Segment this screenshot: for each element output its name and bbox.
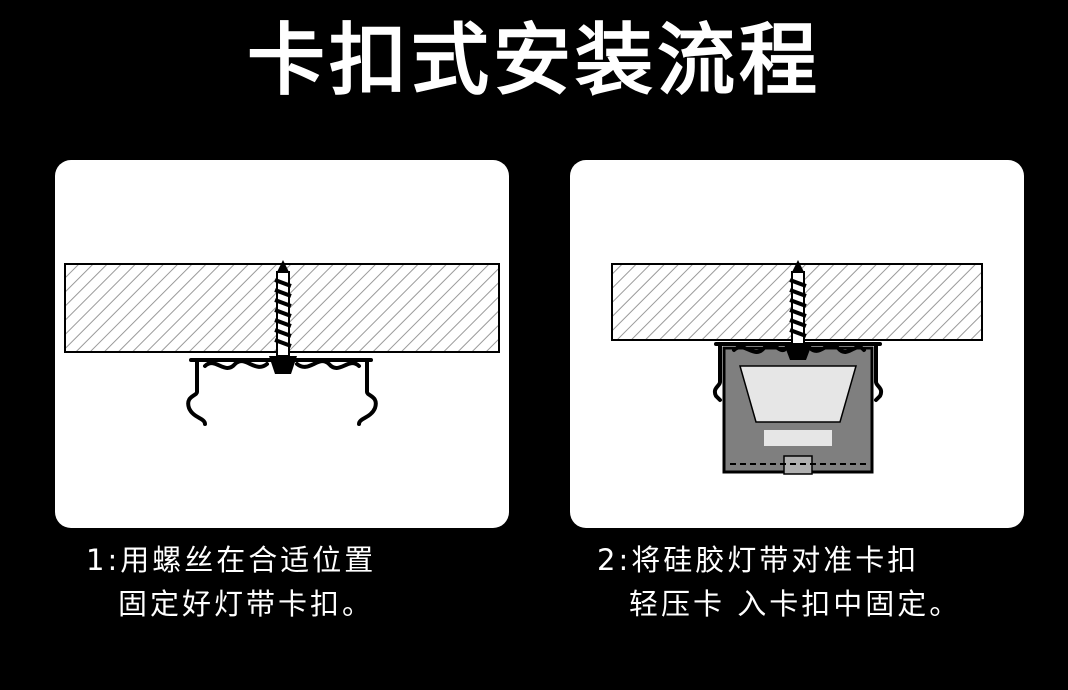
step-1-diagram <box>55 160 509 528</box>
step-2-caption: 2:将硅胶灯带对准卡扣 轻压卡 入卡扣中固定。 <box>597 538 961 626</box>
step-1-line-2: 固定好灯带卡扣。 <box>118 587 375 621</box>
page-title: 卡扣式安装流程 <box>246 16 821 106</box>
step-1-caption: 1:用螺丝在合适位置 固定好灯带卡扣。 <box>86 538 376 626</box>
step-2-line-1: 2:将硅胶灯带对准卡扣 <box>597 543 920 577</box>
screw-icon <box>269 260 297 374</box>
screw-icon <box>784 260 812 360</box>
step-2-line-2: 轻压卡 入卡扣中固定。 <box>629 587 962 621</box>
silicone-strip-icon <box>722 346 874 475</box>
step-1-illustration <box>64 260 500 426</box>
step-1-line-1: 1:用螺丝在合适位置 <box>86 543 377 577</box>
step-2-illustration <box>611 260 983 475</box>
step-2-diagram <box>570 160 1024 528</box>
